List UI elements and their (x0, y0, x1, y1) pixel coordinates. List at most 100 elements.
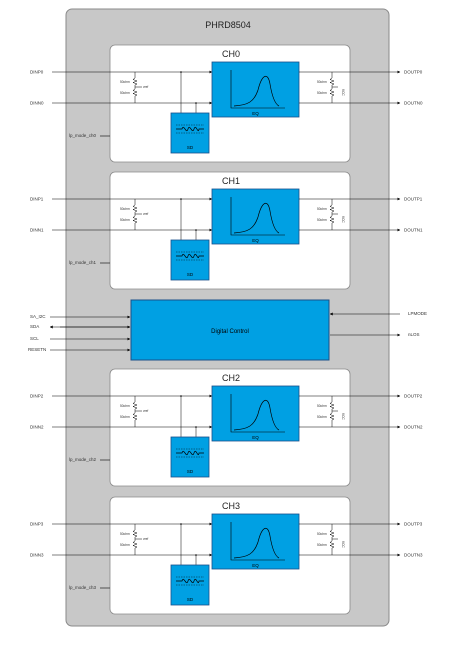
eq-label: EQ (252, 563, 259, 568)
rin-bot-label: 50ohm (120, 543, 130, 547)
resistor-out-bot (329, 540, 335, 549)
rout-bot-label: 50ohm (317, 218, 327, 222)
resistor-in-top (132, 204, 138, 213)
vcc-label: VCC (341, 89, 345, 96)
sd-label: SD (187, 272, 194, 277)
rout-bot-label: 50ohm (317, 91, 327, 95)
dc-signal-lpmode: LPMODE (408, 311, 427, 316)
eq-block (211, 61, 300, 118)
channel-title: CH2 (222, 373, 240, 383)
sd-label: SD (187, 597, 194, 602)
input-n-label: DINN3 (30, 553, 44, 558)
channels-group: CH0DINP0DINN050ohm50ohmvrefEQDOUTP0DOUTN… (30, 44, 423, 615)
rin-top-label: 50ohm (120, 207, 130, 211)
junction-dot (195, 554, 197, 556)
eq-axes (230, 394, 285, 433)
resistor-in-top (132, 77, 138, 86)
input-n-label: DINN1 (30, 228, 44, 233)
vref-label: vref (143, 537, 148, 541)
junction-dot (180, 71, 182, 73)
eq-axes (230, 197, 285, 236)
input-p-label: DINP3 (30, 522, 44, 527)
chip-title: PHRD8504 (205, 20, 251, 30)
vcc-label: VCC (341, 216, 345, 223)
resistor-out-bot (329, 88, 335, 97)
output-n-label: DOUTN1 (404, 228, 423, 233)
resistor-out-bot (329, 215, 335, 224)
junction-dot (195, 426, 197, 428)
vcc-label: VCC (341, 413, 345, 420)
dc-signal-scl: SCL (30, 336, 39, 341)
eq-label: EQ (252, 111, 259, 116)
output-p-label: DOUTP0 (404, 70, 423, 75)
resistor-in-bot (132, 88, 138, 97)
resistor-out-top (329, 529, 335, 538)
output-p-label: DOUTP3 (404, 522, 423, 527)
resistor-in-top (132, 529, 138, 538)
digital-control-label: Digital Control (211, 329, 249, 335)
sd-waveform-icon (176, 578, 204, 584)
junction-dot (195, 229, 197, 231)
digital-control-block (130, 299, 330, 361)
rout-top-label: 50ohm (317, 532, 327, 536)
output-p-label: DOUTP2 (404, 394, 423, 399)
eq-curve (233, 400, 280, 431)
rin-top-label: 50ohm (120, 80, 130, 84)
channel-title: CH3 (222, 501, 240, 511)
output-p-label: DOUTP1 (404, 197, 423, 202)
sd-label: SD (187, 469, 194, 474)
input-n-label: DINN0 (30, 101, 44, 106)
junction-dot (180, 523, 182, 525)
junction-dot (180, 395, 182, 397)
eq-block (211, 385, 300, 442)
eq-curve (233, 76, 280, 107)
resistor-in-bot (132, 215, 138, 224)
digital-control: Digital Control SA_I2C SDA SCL RESETN LP… (28, 299, 427, 361)
input-p-label: DINP1 (30, 197, 44, 202)
rin-top-label: 50ohm (120, 532, 130, 536)
rin-bot-label: 50ohm (120, 218, 130, 222)
eq-curve (233, 528, 280, 559)
input-n-label: DINN2 (30, 425, 44, 430)
sd-waveform-icon (176, 253, 204, 259)
input-p-label: DINP2 (30, 394, 44, 399)
dc-signal-sa-i2c: SA_I2C (30, 314, 46, 319)
output-n-label: DOUTN2 (404, 425, 423, 430)
resistor-out-bot (329, 412, 335, 421)
channel-title: CH0 (222, 49, 240, 59)
lp-mode-label: lp_mode_ch0 (69, 133, 97, 138)
eq-axes (230, 522, 285, 561)
rout-top-label: 50ohm (317, 80, 327, 84)
rout-bot-label: 50ohm (317, 415, 327, 419)
junction-dot (180, 198, 182, 200)
sd-waveform-icon (176, 450, 204, 456)
vref-label: vref (143, 409, 148, 413)
resistor-in-bot (132, 412, 138, 421)
junction-dot (195, 102, 197, 104)
sd-label: SD (187, 145, 194, 150)
vref-label: vref (143, 212, 148, 216)
lp-mode-label: lp_mode_ch3 (69, 585, 97, 590)
resistor-out-top (329, 204, 335, 213)
rout-top-label: 50ohm (317, 404, 327, 408)
rin-bot-label: 50ohm (120, 91, 130, 95)
eq-label: EQ (252, 238, 259, 243)
eq-block (211, 188, 300, 245)
output-n-label: DOUTN3 (404, 553, 423, 558)
output-n-label: DOUTN0 (404, 101, 423, 106)
channel-title: CH1 (222, 176, 240, 186)
rout-top-label: 50ohm (317, 207, 327, 211)
lp-mode-label: lp_mode_ch1 (69, 260, 97, 265)
channel-0: CH0DINP0DINN050ohm50ohmvrefEQDOUTP0DOUTN… (30, 44, 423, 163)
resistor-out-top (329, 77, 335, 86)
vref-label: vref (143, 85, 148, 89)
dc-signal-sda: SDA (30, 324, 39, 329)
resistor-out-top (329, 401, 335, 410)
vcc-label: VCC (341, 541, 345, 548)
sd-waveform-icon (176, 126, 204, 132)
eq-axes (230, 70, 285, 109)
rout-bot-label: 50ohm (317, 543, 327, 547)
